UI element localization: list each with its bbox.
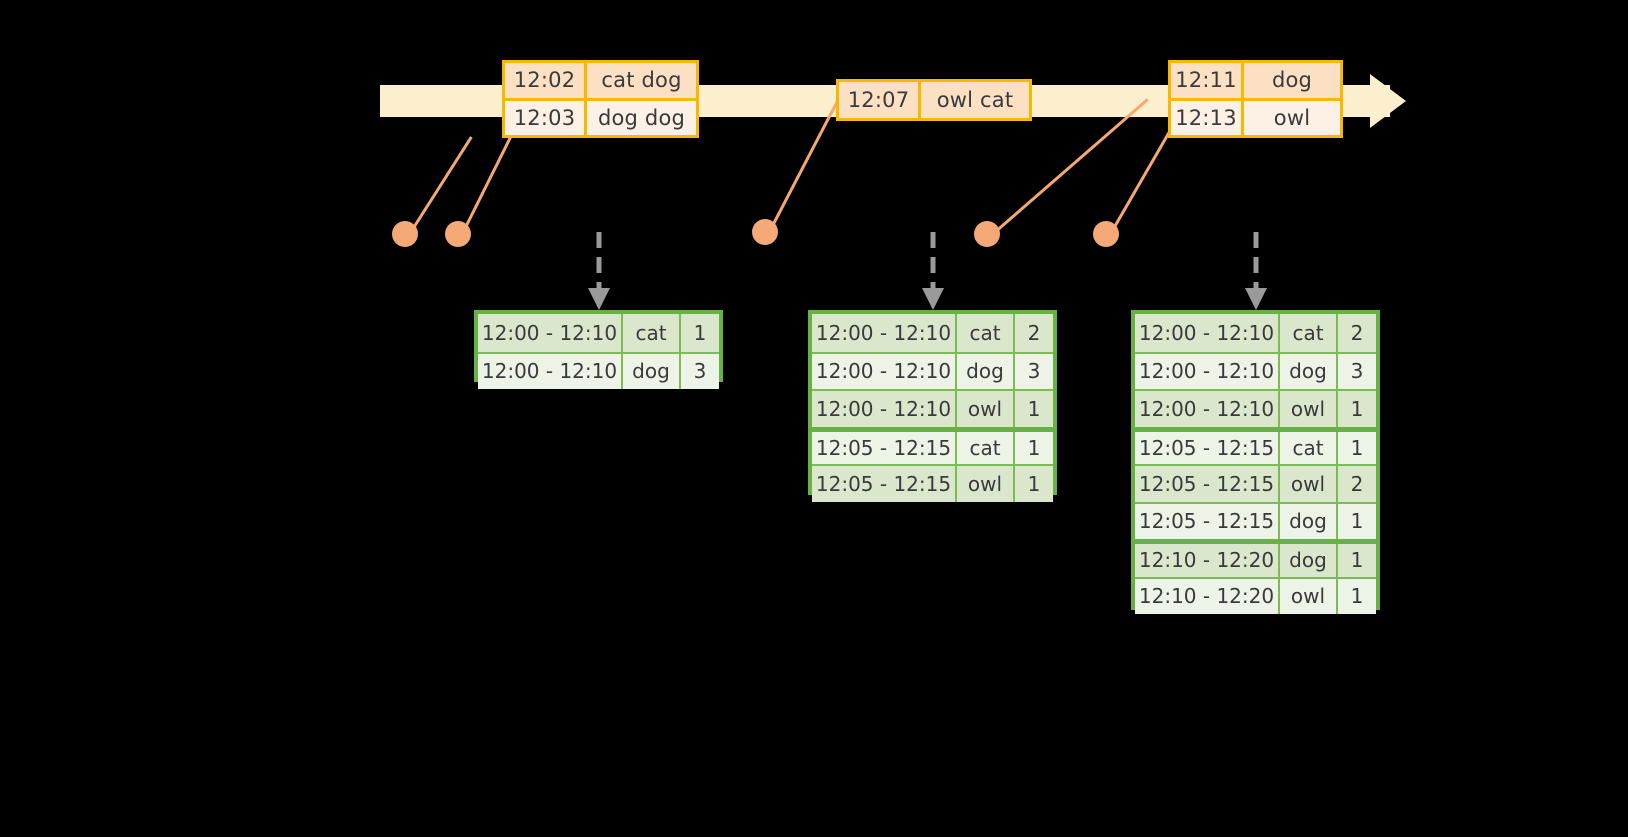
word-cell: cat xyxy=(957,314,1015,352)
window-cell: 12:00 - 12:10 xyxy=(478,353,623,389)
connector-dot-3 xyxy=(752,219,778,245)
event-row: 12:07 owl cat xyxy=(839,82,1029,118)
word-cell: dog xyxy=(1280,544,1338,577)
event-time: 12:11 xyxy=(1171,63,1244,98)
result-table-2: 12:00 - 12:10 cat 2 12:00 - 12:10 dog 3 … xyxy=(808,310,1057,502)
table-row: 12:00 - 12:10 owl 1 xyxy=(812,389,1053,427)
table-row: 12:00 - 12:10 owl 1 xyxy=(1135,389,1376,427)
connector-dot-4 xyxy=(974,221,1000,247)
word-cell: cat xyxy=(1280,431,1338,464)
window-cell: 12:00 - 12:10 xyxy=(478,314,623,352)
event-time: 12:13 xyxy=(1171,100,1244,135)
table-row: 12:00 - 12:10 cat 1 xyxy=(478,314,719,352)
event-time: 12:07 xyxy=(839,82,921,118)
count-cell: 1 xyxy=(1027,435,1041,460)
connector-dot-5 xyxy=(1093,221,1119,247)
down-arrow-1 xyxy=(588,232,610,310)
window-cell: 12:00 - 12:10 xyxy=(812,353,957,389)
event-row: 12:13 owl xyxy=(1171,97,1340,135)
event-words: cat dog xyxy=(601,68,682,93)
down-arrow-3 xyxy=(1245,232,1267,310)
event-row: 12:11 dog xyxy=(1171,63,1340,98)
window-cell: 12:05 - 12:15 xyxy=(1135,466,1280,502)
word-cell: dog xyxy=(623,353,681,389)
window-cell: 12:00 - 12:10 xyxy=(812,391,957,427)
word-cell: cat xyxy=(1280,314,1338,352)
connector-dot-2 xyxy=(445,221,471,247)
window-cell: 12:05 - 12:15 xyxy=(812,431,957,464)
count-cell: 1 xyxy=(1350,509,1364,534)
event-box-2: 12:07 owl cat xyxy=(836,79,1032,121)
word-cell: owl xyxy=(957,466,1015,502)
result-table-1: 12:00 - 12:10 cat 1 12:00 - 12:10 dog 3 xyxy=(474,310,723,389)
down-arrow-2 xyxy=(922,232,944,310)
table-row: 12:10 - 12:20 dog 1 xyxy=(1135,539,1376,577)
connector-line-3 xyxy=(766,100,839,236)
table-row: 12:05 - 12:15 cat 1 xyxy=(812,426,1053,464)
window-cell: 12:00 - 12:10 xyxy=(1135,391,1280,427)
count-cell: 1 xyxy=(1350,548,1364,573)
count-cell: 1 xyxy=(1027,471,1041,496)
event-row: 12:03 dog dog xyxy=(505,97,696,135)
table-row: 12:05 - 12:15 owl 2 xyxy=(1135,464,1376,502)
word-cell: owl xyxy=(957,391,1015,427)
event-words: owl cat xyxy=(936,88,1014,112)
event-time: 12:03 xyxy=(505,100,587,135)
window-cell: 12:00 - 12:10 xyxy=(1135,314,1280,352)
word-cell: dog xyxy=(957,353,1015,389)
window-cell: 12:10 - 12:20 xyxy=(1135,578,1280,614)
word-cell: owl xyxy=(1280,466,1338,502)
count-cell: 2 xyxy=(1350,471,1364,496)
result-table-3: 12:00 - 12:10 cat 2 12:00 - 12:10 dog 3 … xyxy=(1131,310,1380,614)
count-cell: 2 xyxy=(1350,320,1364,345)
window-cell: 12:00 - 12:10 xyxy=(1135,353,1280,389)
table-row: 12:00 - 12:10 cat 2 xyxy=(1135,314,1376,352)
event-words: owl xyxy=(1273,105,1311,130)
table-row: 12:10 - 12:20 owl 1 xyxy=(1135,576,1376,614)
event-words: dog dog xyxy=(597,105,686,130)
count-cell: 1 xyxy=(1027,396,1041,421)
table-row: 12:00 - 12:10 dog 3 xyxy=(478,351,719,389)
table-row: 12:05 - 12:15 owl 1 xyxy=(812,464,1053,502)
window-cell: 12:05 - 12:15 xyxy=(812,466,957,502)
table-row: 12:05 - 12:15 cat 1 xyxy=(1135,426,1376,464)
window-cell: 12:10 - 12:20 xyxy=(1135,544,1280,577)
connector-dot-1 xyxy=(392,221,418,247)
count-cell: 3 xyxy=(1350,359,1364,384)
word-cell: cat xyxy=(623,314,681,352)
table-row: 12:00 - 12:10 cat 2 xyxy=(812,314,1053,352)
event-row: 12:02 cat dog xyxy=(505,63,696,98)
event-words: dog xyxy=(1271,68,1313,93)
count-cell: 1 xyxy=(693,320,707,345)
word-cell: owl xyxy=(1280,391,1338,427)
count-cell: 1 xyxy=(1350,584,1364,609)
timeline-arrowhead xyxy=(1370,74,1406,128)
word-cell: dog xyxy=(1280,503,1338,539)
count-cell: 1 xyxy=(1350,435,1364,460)
count-cell: 3 xyxy=(1027,359,1041,384)
event-box-1: 12:02 cat dog 12:03 dog dog xyxy=(502,60,699,138)
event-time: 12:02 xyxy=(505,63,587,98)
count-cell: 2 xyxy=(1027,320,1041,345)
word-cell: owl xyxy=(1280,578,1338,614)
count-cell: 3 xyxy=(693,359,707,384)
window-cell: 12:00 - 12:10 xyxy=(812,314,957,352)
window-cell: 12:05 - 12:15 xyxy=(1135,431,1280,464)
table-row: 12:05 - 12:15 dog 1 xyxy=(1135,501,1376,539)
table-row: 12:00 - 12:10 dog 3 xyxy=(1135,351,1376,389)
event-box-3: 12:11 dog 12:13 owl xyxy=(1168,60,1343,138)
count-cell: 1 xyxy=(1350,396,1364,421)
word-cell: cat xyxy=(957,431,1015,464)
word-cell: dog xyxy=(1280,353,1338,389)
table-row: 12:00 - 12:10 dog 3 xyxy=(812,351,1053,389)
window-cell: 12:05 - 12:15 xyxy=(1135,503,1280,539)
